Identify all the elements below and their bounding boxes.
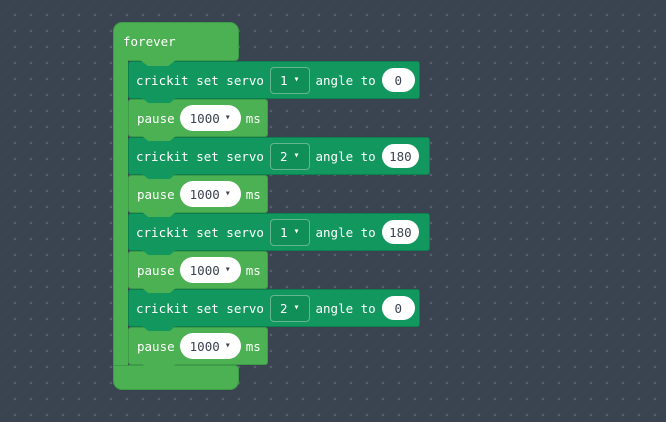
duration-value: 1000 bbox=[189, 262, 220, 278]
servo-number-dropdown[interactable]: 1 ▾ bbox=[269, 218, 310, 246]
servo-number-value: 2 bbox=[279, 300, 288, 316]
dropdown-arrow-icon: ▾ bbox=[224, 112, 231, 123]
pause-block[interactable]: pause 1000 ▾ ms bbox=[128, 251, 268, 289]
unit-label: ms bbox=[245, 186, 261, 202]
dropdown-arrow-icon: ▾ bbox=[293, 74, 300, 85]
servo-number-dropdown[interactable]: 2 ▾ bbox=[269, 142, 310, 170]
angle-value-input[interactable]: 180 bbox=[381, 144, 419, 168]
block-label: pause bbox=[137, 110, 175, 126]
block-label: crickit set servo bbox=[136, 224, 264, 240]
forever-block-spine bbox=[113, 60, 128, 366]
servo-number-value: 2 bbox=[279, 148, 288, 164]
unit-label: ms bbox=[245, 262, 261, 278]
forever-block-header: forever bbox=[113, 22, 239, 61]
duration-dropdown[interactable]: 1000 ▾ bbox=[179, 333, 241, 359]
forever-block-footer bbox=[113, 365, 239, 390]
block-label: pause bbox=[137, 186, 175, 202]
forever-label: forever bbox=[123, 34, 176, 49]
statement-stack: crickit set servo 1 ▾ angle to 0 pause 1… bbox=[128, 61, 430, 365]
pause-block[interactable]: pause 1000 ▾ ms bbox=[128, 99, 268, 137]
unit-label: ms bbox=[245, 338, 261, 354]
crickit-set-servo-block[interactable]: crickit set servo 1 ▾ angle to 0 bbox=[128, 61, 420, 99]
angle-value-input[interactable]: 180 bbox=[381, 220, 419, 244]
duration-value: 1000 bbox=[189, 338, 220, 354]
forever-block[interactable]: forever bbox=[113, 22, 239, 390]
angle-label: angle to bbox=[315, 224, 376, 240]
dropdown-arrow-icon: ▾ bbox=[293, 150, 300, 161]
angle-label: angle to bbox=[315, 72, 376, 88]
duration-dropdown[interactable]: 1000 ▾ bbox=[179, 181, 241, 207]
duration-dropdown[interactable]: 1000 ▾ bbox=[179, 105, 241, 131]
block-label: pause bbox=[137, 338, 175, 354]
dropdown-arrow-icon: ▾ bbox=[224, 264, 231, 275]
servo-number-value: 1 bbox=[279, 224, 288, 240]
dropdown-arrow-icon: ▾ bbox=[224, 188, 231, 199]
servo-number-dropdown[interactable]: 2 ▾ bbox=[269, 294, 310, 322]
angle-value-input[interactable]: 0 bbox=[381, 296, 415, 320]
block-label: crickit set servo bbox=[136, 300, 264, 316]
block-label: crickit set servo bbox=[136, 72, 264, 88]
crickit-set-servo-block[interactable]: crickit set servo 2 ▾ angle to 180 bbox=[128, 137, 430, 175]
servo-number-dropdown[interactable]: 1 ▾ bbox=[269, 66, 310, 94]
dropdown-arrow-icon: ▾ bbox=[293, 302, 300, 313]
pause-block[interactable]: pause 1000 ▾ ms bbox=[128, 327, 268, 365]
angle-label: angle to bbox=[315, 148, 376, 164]
dropdown-arrow-icon: ▾ bbox=[224, 340, 231, 351]
dropdown-arrow-icon: ▾ bbox=[293, 226, 300, 237]
forever-connector-bump bbox=[140, 60, 176, 66]
unit-label: ms bbox=[245, 110, 261, 126]
crickit-set-servo-block[interactable]: crickit set servo 1 ▾ angle to 180 bbox=[128, 213, 430, 251]
duration-value: 1000 bbox=[189, 110, 220, 126]
angle-value-input[interactable]: 0 bbox=[381, 68, 415, 92]
duration-value: 1000 bbox=[189, 186, 220, 202]
pause-block[interactable]: pause 1000 ▾ ms bbox=[128, 175, 268, 213]
block-label: pause bbox=[137, 262, 175, 278]
crickit-set-servo-block[interactable]: crickit set servo 2 ▾ angle to 0 bbox=[128, 289, 420, 327]
angle-label: angle to bbox=[315, 300, 376, 316]
block-label: crickit set servo bbox=[136, 148, 264, 164]
servo-number-value: 1 bbox=[279, 72, 288, 88]
duration-dropdown[interactable]: 1000 ▾ bbox=[179, 257, 241, 283]
